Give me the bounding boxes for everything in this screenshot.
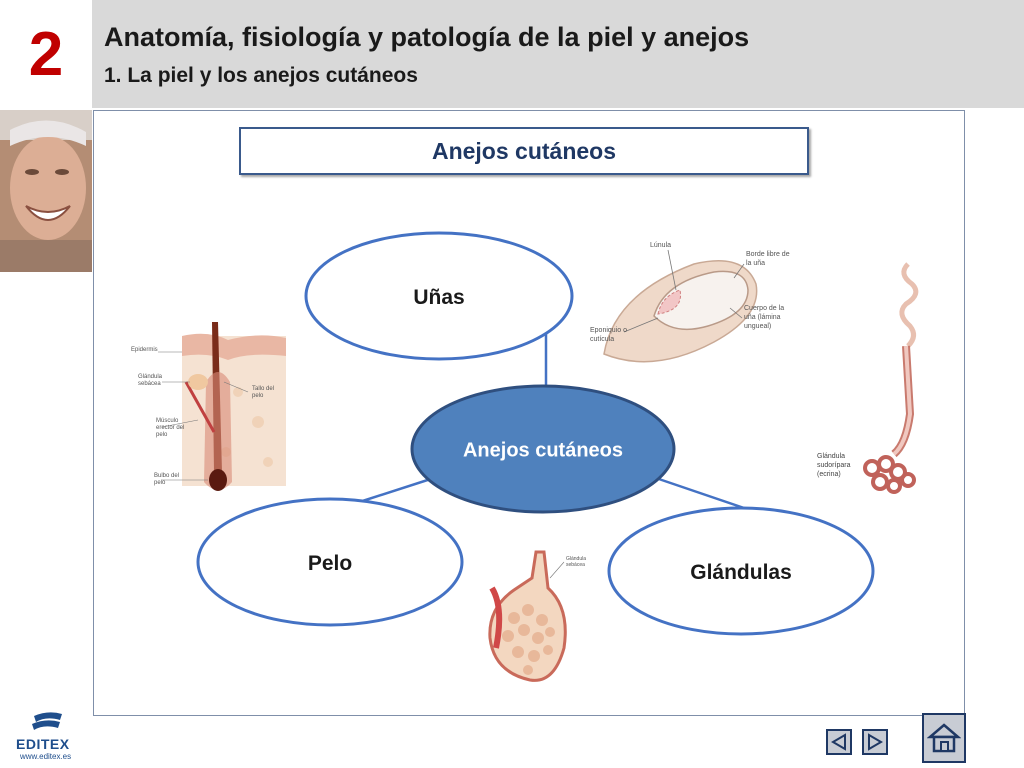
nail-label-eponiquio: Eponiquio o cutícula: [590, 327, 627, 343]
nail-label-borde-libre: Borde libre de la uña: [746, 251, 790, 267]
portrait-photo: [0, 110, 92, 272]
node-center-label: Anejos cutáneos: [462, 439, 624, 462]
nail-label-cuerpo: Cuerpo de la uña (lámina ungueal): [744, 305, 785, 330]
sebaceous-gland-illustration: [474, 548, 594, 688]
page-title: Anatomía, fisiología y patología de la p…: [104, 22, 750, 52]
sweat-gland-label: Glándula sudorípara (ecrina): [817, 453, 851, 478]
editex-logo: [32, 712, 62, 730]
home-button[interactable]: [922, 713, 966, 763]
hair-label-glandula: Glándula sebácea: [138, 374, 163, 387]
brand-name: EDITEX: [16, 736, 70, 752]
connector-glandulas: [649, 474, 751, 512]
section-title: Anejos cutáneos: [239, 127, 809, 175]
chapter-number: 2: [28, 19, 64, 89]
node-unas-shape: [304, 231, 574, 361]
brand-url: www.editex.es: [20, 752, 72, 761]
node-glandulas-label: Glándulas: [690, 561, 792, 584]
page-subtitle: 1. La piel y los anejos cutáneos: [104, 64, 418, 87]
node-pelo-label: Pelo: [307, 552, 353, 575]
node-pelo-shape: [196, 497, 464, 627]
nail-illustration: [584, 224, 794, 380]
nail-label-lunula: Lúnula: [650, 242, 672, 249]
hair-label-epidermis: Epidermis: [131, 347, 158, 353]
house-icon: [927, 723, 961, 753]
hair-label-bulbo: Bulbo del pelo: [154, 473, 180, 486]
hair-label-tallo: Tallo del pelo: [252, 386, 275, 399]
triangle-right-icon: [868, 733, 883, 751]
node-center-shape: [410, 384, 676, 514]
node-unas-label: Uñas: [413, 286, 465, 309]
triangle-left-icon: [831, 733, 846, 751]
sweat-gland-illustration: [812, 254, 932, 498]
hair-follicle-illustration: [128, 322, 286, 494]
header-bar: [92, 0, 1024, 108]
node-glandulas-shape: [607, 506, 875, 636]
next-button[interactable]: [862, 729, 888, 755]
prev-button[interactable]: [826, 729, 852, 755]
sebaceous-gland-label: Glándula sebácea: [566, 556, 587, 568]
hair-label-musculo: Músculo erector del pelo: [156, 418, 185, 438]
